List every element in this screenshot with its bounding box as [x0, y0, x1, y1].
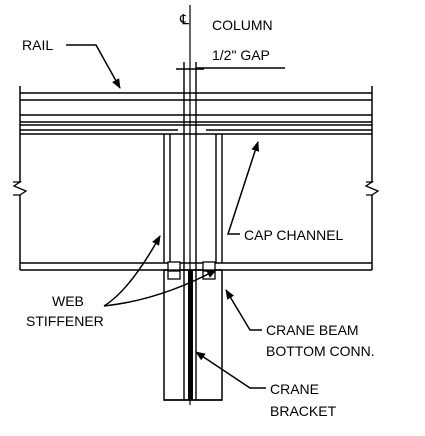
crane-beam-ends: [19, 86, 373, 270]
crane-beam-label-2: BOTTOM CONN.: [266, 343, 375, 359]
web-stiffener-left: [163, 134, 171, 263]
crane-bracket-web: [188, 270, 193, 400]
column-label: COLUMN: [212, 17, 273, 33]
cap-channel-label: CAP CHANNEL: [244, 227, 344, 243]
gap-plates: [183, 62, 197, 400]
rail-label: RAIL: [22, 37, 53, 53]
crane-beam-label-1: CRANE BEAM: [266, 322, 359, 338]
break-symbol-left: [12, 181, 28, 196]
crane-bracket-leader: [195, 351, 266, 389]
web-stiffener-label-2: STIFFENER: [26, 313, 104, 329]
column-symbol: ℄: [179, 11, 189, 27]
break-symbol-right: [364, 181, 380, 196]
web-stiffener-label-1: WEB: [52, 293, 84, 309]
web-stiffener-leader: [103, 235, 161, 307]
gap-label: 1/2" GAP: [212, 47, 270, 63]
cap-channel-leader: [226, 141, 260, 235]
crane-bracket-label-1: CRANE: [270, 381, 319, 397]
rail-leader: [66, 44, 121, 89]
web-stiffener-right: [215, 134, 223, 263]
web-stiffener-leader-2: [103, 269, 217, 307]
crane-bracket-label-2: BRACKET: [270, 403, 337, 419]
crane-beam-leader: [225, 289, 262, 331]
